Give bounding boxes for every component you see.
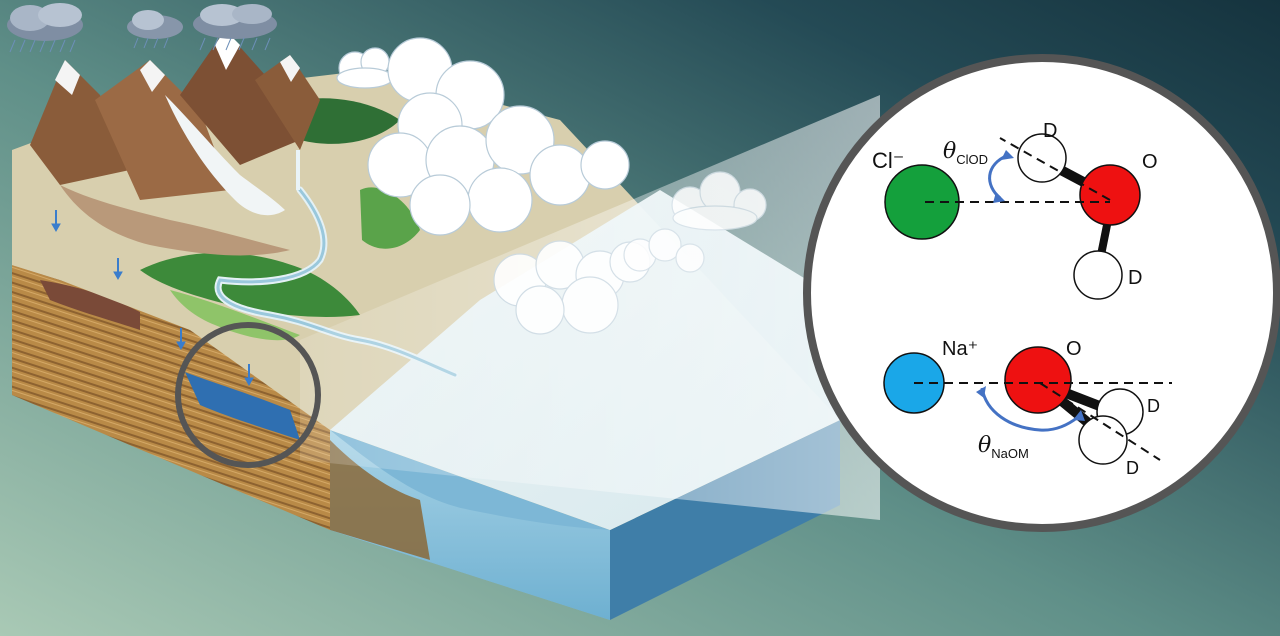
ocean-water-front	[330, 430, 610, 620]
oxygen-atom	[1079, 164, 1141, 226]
waterfall	[296, 150, 300, 190]
cloud-icon	[367, 37, 630, 236]
chloride-label: Cl⁻	[872, 148, 904, 173]
molecular-inset: Cl⁻ D O D θClOD	[803, 54, 1280, 532]
deuterium-label: D	[1147, 396, 1160, 416]
infiltration-arrows	[51, 210, 254, 387]
top-panel: Cl⁻ D O D θClOD	[872, 120, 1158, 300]
oxygen-label: O	[1142, 151, 1158, 173]
clay-lens	[40, 280, 140, 330]
hillside-forest	[360, 187, 420, 249]
groundwater-arrow-icon	[113, 258, 123, 281]
sodium-label: Na⁺	[942, 338, 978, 360]
upper-forest	[300, 98, 400, 144]
angle-arrowhead	[976, 386, 986, 398]
inset-circle	[803, 54, 1280, 532]
deuterium-atom	[1017, 133, 1067, 183]
bottom-panel: Na⁺ O D D θNaOM	[883, 338, 1172, 478]
deuterium-atom	[1078, 415, 1128, 465]
deuterium-atom	[1073, 250, 1123, 300]
aquifer-pocket	[185, 372, 300, 440]
angle-arrowhead	[1073, 410, 1085, 421]
glacier-icon	[165, 95, 285, 216]
groundwater-arrow-icon	[176, 328, 186, 351]
seabed-sediment	[330, 440, 430, 560]
angle-label-naom: θNaOM	[978, 433, 1029, 461]
zoom-circle	[175, 322, 321, 468]
groundwater-arrow-icon	[51, 210, 61, 233]
dipole-axis	[1039, 382, 1161, 461]
deuterium-label: D	[1043, 120, 1057, 142]
cloud-icon	[336, 47, 394, 89]
od-axis	[999, 137, 1111, 201]
oxygen-label: O	[1066, 338, 1082, 360]
rain-cloud-icon	[7, 3, 83, 53]
deuterium-label: D	[1126, 458, 1139, 478]
rain-clouds	[7, 3, 277, 53]
deuterium-label: D	[1128, 267, 1142, 289]
rain-cloud-icon	[127, 10, 183, 49]
oxygen-atom	[1004, 346, 1072, 414]
mountains	[30, 30, 320, 256]
groundwater-arrow-icon	[244, 364, 254, 387]
rain-cloud-icon	[193, 4, 277, 51]
angle-arrowhead	[1001, 150, 1014, 160]
angle-label-clod: θClOD	[943, 139, 988, 167]
angle-arc	[980, 387, 1079, 432]
angle-arrowhead	[993, 192, 1005, 203]
zoom-beam	[300, 95, 880, 520]
